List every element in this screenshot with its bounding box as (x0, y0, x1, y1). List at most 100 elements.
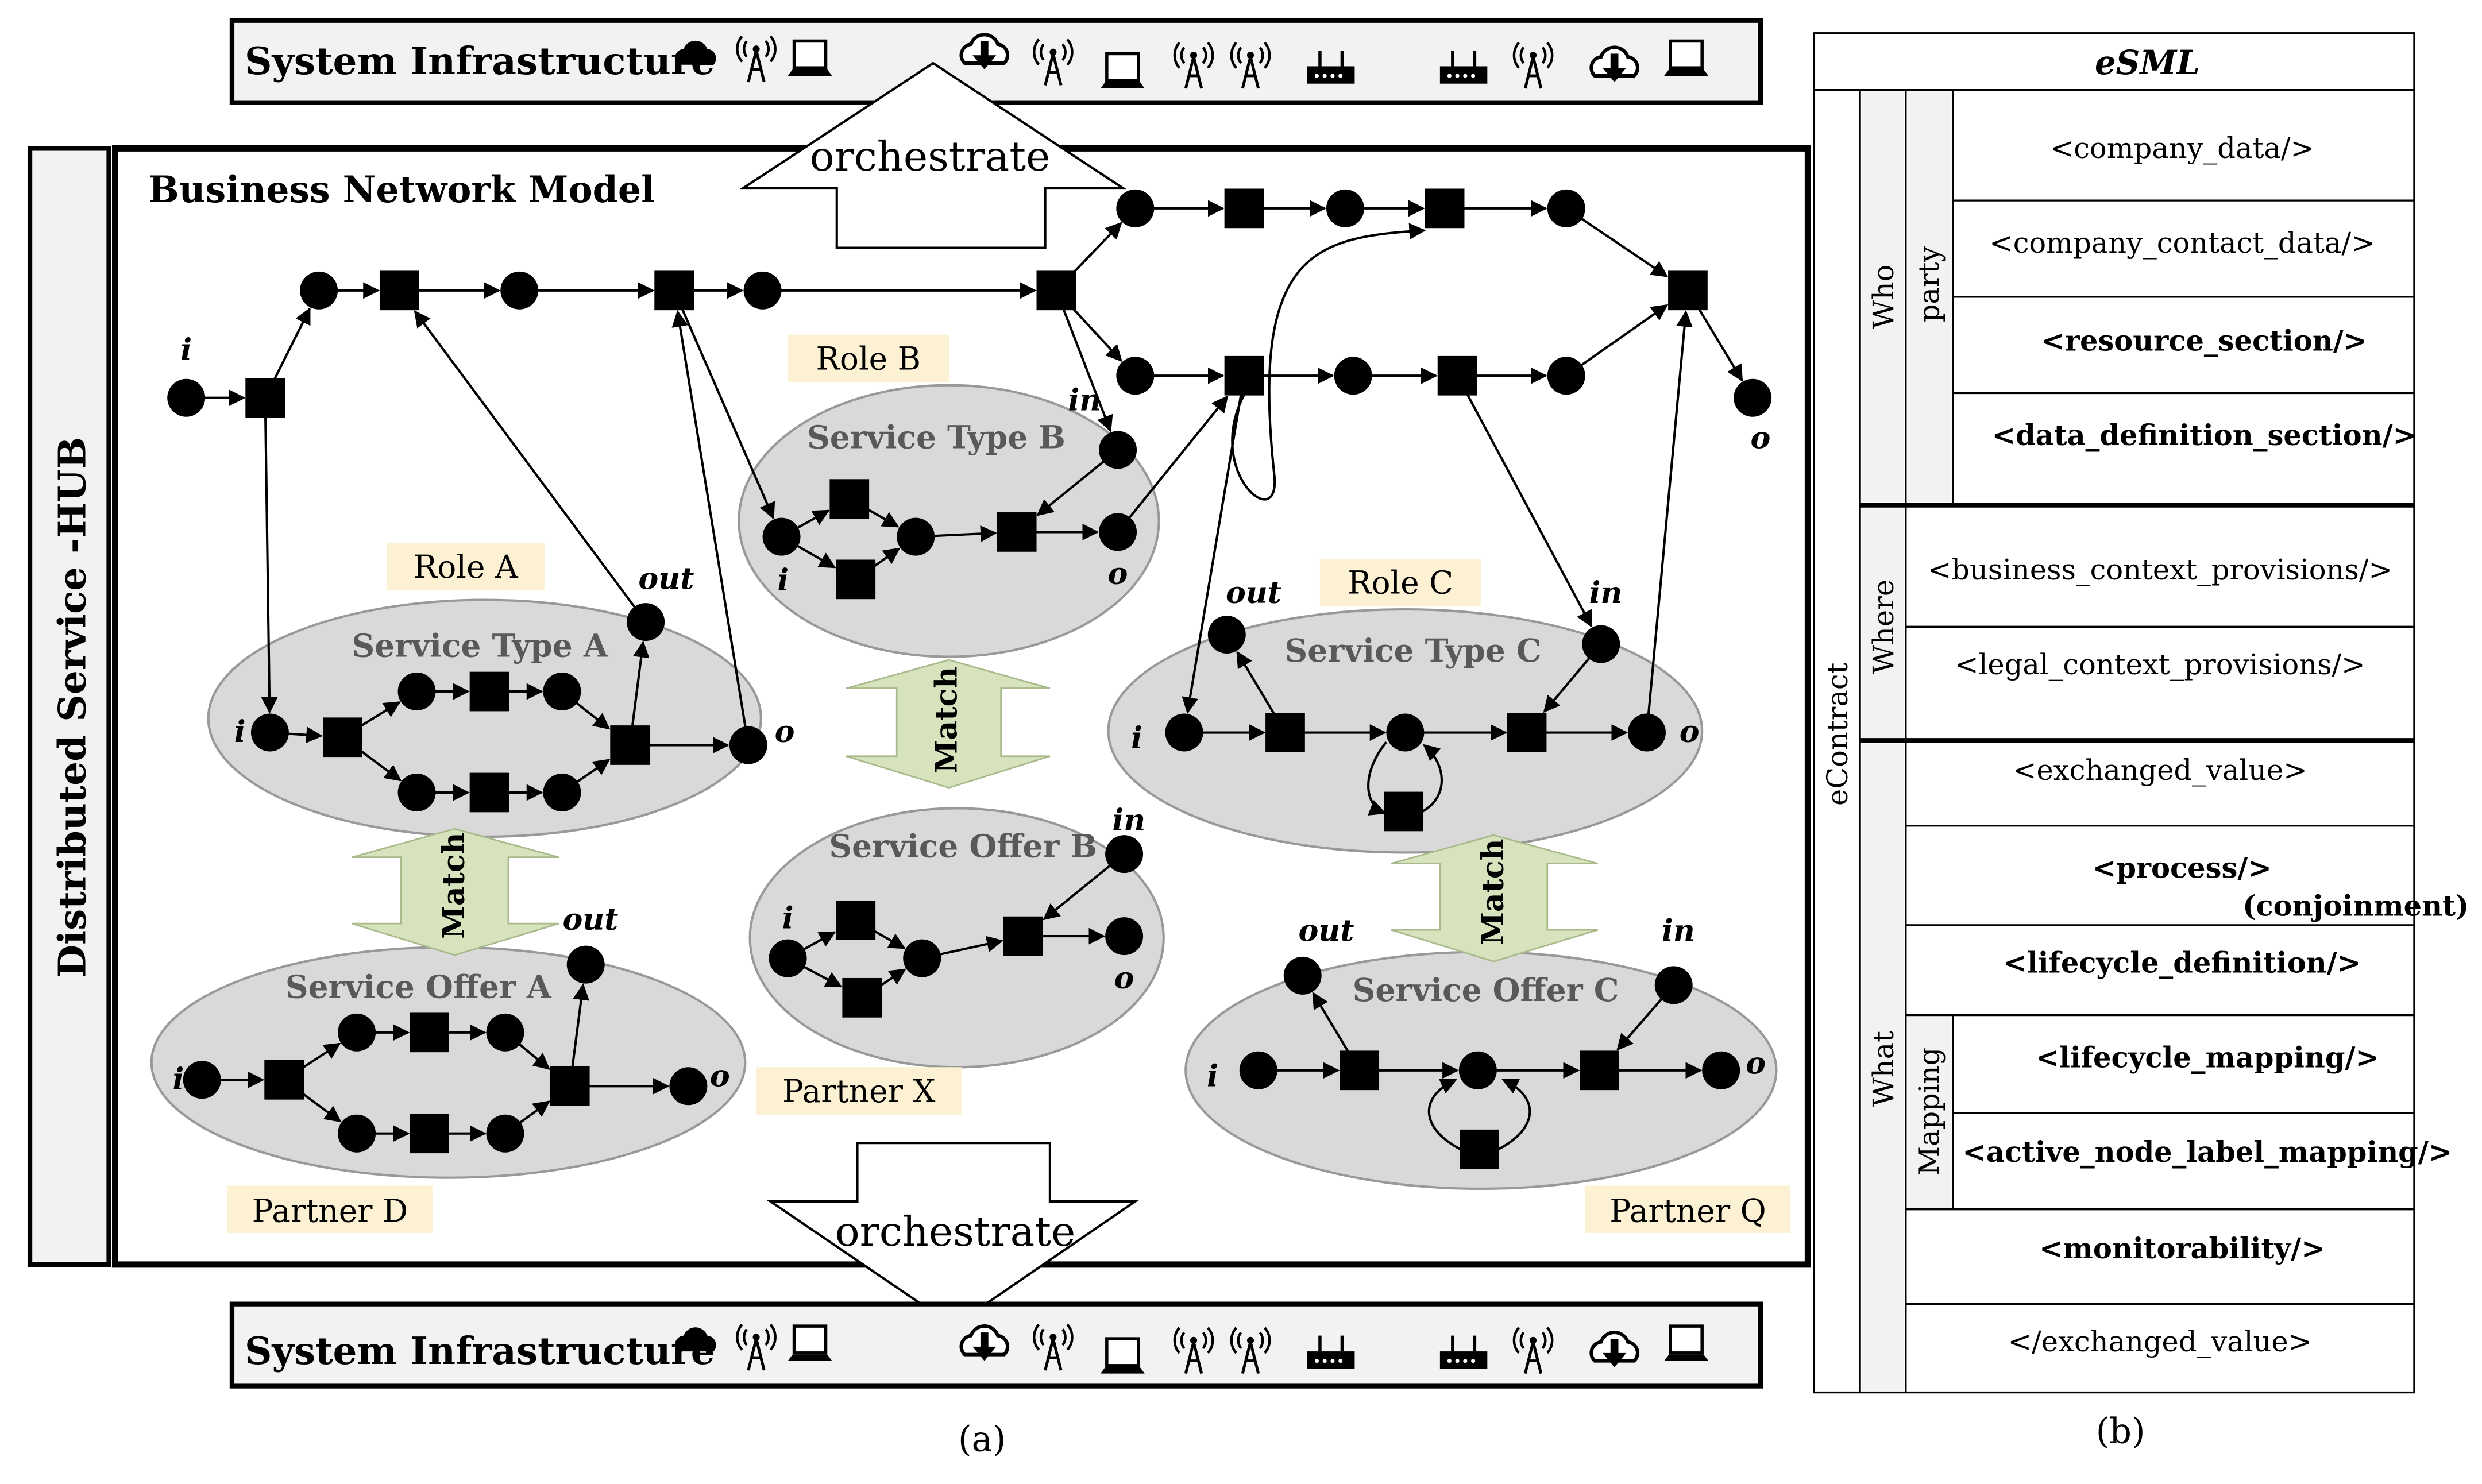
esml-row-text: <company_contact_data/> (1989, 226, 2375, 260)
role-c-label: Role C (1319, 559, 1481, 606)
petri-place (486, 1114, 524, 1153)
petri-transition (469, 671, 509, 712)
caption-a: (a) (958, 1419, 1006, 1459)
petri-arc (673, 289, 775, 520)
petri-place (1702, 1051, 1740, 1089)
esml-rows: <company_data/> <company_contact_data/> <r… (1928, 132, 2469, 1358)
petri-place (1105, 917, 1144, 956)
petri-arc (1182, 375, 1246, 714)
bnm-title: Business Network Model (148, 168, 655, 211)
esml-what-label: What (1867, 1031, 1900, 1107)
esml-row-text: <legal_context_provisions/> (1955, 648, 2365, 681)
port-label-o: o (1108, 556, 1128, 592)
petri-transition (469, 772, 509, 813)
svg-text:orchestrate: orchestrate (835, 1208, 1076, 1255)
port-label-i: i (1131, 721, 1142, 756)
partner-d-label: Partner D (227, 1185, 433, 1233)
petri-transition (1580, 1050, 1619, 1091)
petri-place (183, 1061, 221, 1099)
petri-place (769, 939, 807, 977)
petri-place (1099, 431, 1137, 469)
svg-text:Role C: Role C (1348, 565, 1453, 601)
esml-row-text: <monitorability/> (2039, 1232, 2325, 1265)
petri-place (1547, 189, 1585, 227)
petri-arc (1456, 375, 1593, 628)
esml-row-text: <active_node_label_mapping/> (1962, 1135, 2452, 1169)
petri-place (486, 1013, 524, 1052)
petri-place (1099, 513, 1137, 551)
infrastructure-label-bottom: System Infrastructure (245, 1328, 715, 1373)
petri-place (1116, 357, 1155, 395)
role-b-label: Role B (788, 334, 949, 382)
petri-arc (1565, 304, 1669, 377)
svg-text:Partner X: Partner X (782, 1073, 935, 1110)
petri-place (729, 726, 767, 764)
petri-place (762, 517, 801, 556)
port-label-in: in (1662, 913, 1695, 948)
distributed-service-hub: Distributed Service -HUB (27, 146, 111, 1267)
petri-transition (1036, 270, 1076, 311)
petri-transition (1224, 355, 1264, 396)
petri-transition (1507, 713, 1547, 752)
port-label-i: i (180, 333, 192, 368)
petri-place (1283, 956, 1322, 995)
port-label-i: i (234, 714, 246, 749)
infrastructure-bar-bottom: System Infrastructure (229, 1301, 1763, 1389)
petri-transition (829, 479, 870, 519)
petri-arc (1055, 290, 1113, 432)
port-label-o: o (775, 714, 795, 749)
port-label-o: o (710, 1058, 730, 1093)
hub-label: Distributed Service -HUB (49, 437, 94, 977)
infrastructure-bar-top: System Infrastructure (229, 18, 1763, 105)
esml-table: eSML eContract Who party Where What Mapp… (1813, 32, 2469, 1394)
esml-row-text: <resource_section/> (2041, 324, 2367, 357)
petri-place (1207, 616, 1246, 654)
esml-mapping-label: Mapping (1913, 1048, 1946, 1176)
svg-text:Partner D: Partner D (252, 1193, 408, 1230)
esml-row-text: <data_definition_section/> (1992, 419, 2417, 452)
esml-row-text: <company_data/> (2050, 132, 2314, 165)
port-label-i: i (777, 563, 789, 598)
petri-transition (1224, 188, 1264, 229)
petri-place (1165, 713, 1203, 752)
port-label-out: out (638, 561, 694, 596)
port-label-i: i (1207, 1058, 1218, 1093)
petri-arc (261, 397, 278, 714)
partner-q-label: Partner Q (1585, 1185, 1791, 1233)
laptop-icon (1101, 1339, 1145, 1373)
port-label-o: o (1746, 1046, 1766, 1081)
petri-place (338, 1114, 376, 1153)
petri-transition (410, 1012, 449, 1053)
laptop-icon (788, 41, 832, 75)
esml-row-text: <process/> (2093, 851, 2272, 884)
petri-arc-curved (1427, 1078, 1461, 1151)
port-label-out: out (562, 902, 618, 937)
svg-text:Role A: Role A (414, 548, 519, 585)
petri-transition (1425, 188, 1465, 229)
laptop-icon (1664, 41, 1708, 75)
match-arrow-c: Match (1391, 834, 1599, 963)
petri-place (1627, 713, 1666, 752)
petri-transition (610, 725, 650, 765)
laptop-icon (1101, 53, 1145, 88)
petri-transition (379, 270, 419, 311)
petri-arc (671, 310, 750, 745)
petri-transition (997, 512, 1037, 552)
port-label-i: i (782, 901, 794, 936)
petri-transition (410, 1114, 449, 1154)
petri-transition (245, 378, 285, 418)
petri-arc (1565, 207, 1669, 277)
petri-arc-curved (1231, 223, 1426, 501)
petri-place (743, 271, 782, 310)
svg-text:Match: Match (437, 832, 472, 939)
petri-place (1734, 378, 1772, 417)
petri-place (566, 945, 605, 984)
esml-row-note: (conjoinment) (2242, 889, 2469, 922)
petri-place (1239, 1051, 1277, 1089)
petri-place (1334, 357, 1372, 395)
petri-transition (1265, 713, 1305, 752)
petri-place (669, 1067, 708, 1106)
petri-place (903, 939, 941, 977)
petri-place (543, 673, 581, 711)
